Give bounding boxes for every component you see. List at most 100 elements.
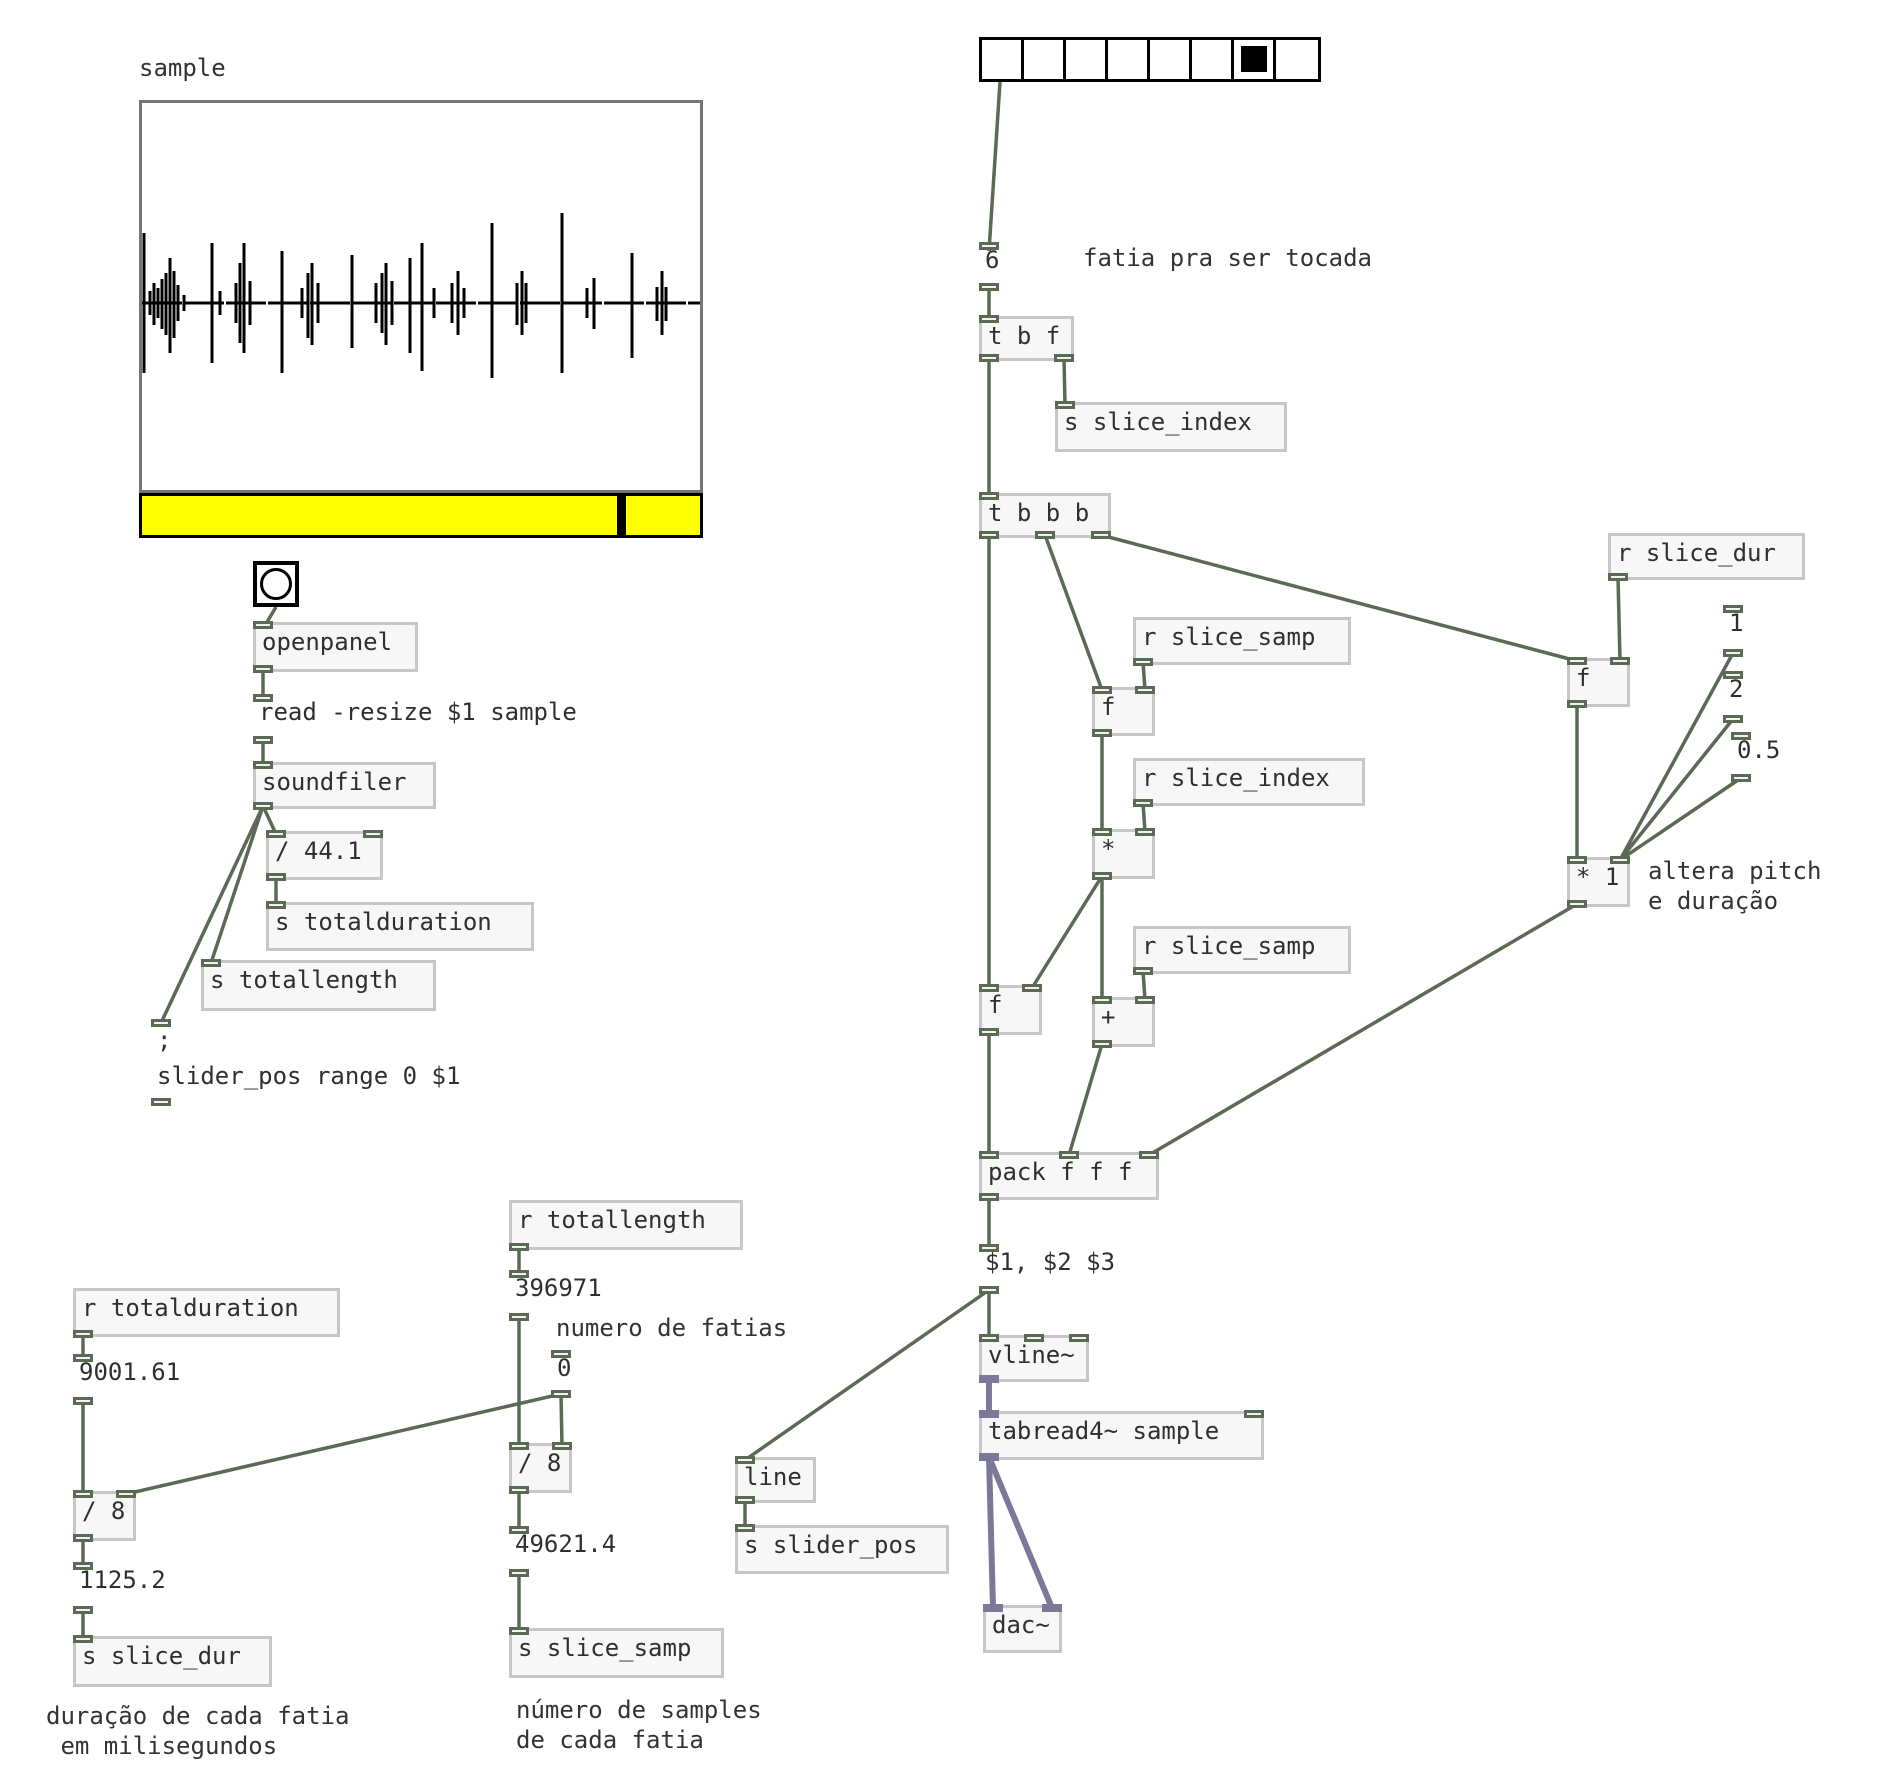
inlet-num1125-0[interactable] (73, 1562, 93, 1570)
outlet-f3-0[interactable] (979, 1028, 999, 1036)
outlet-div441-0[interactable] (266, 873, 286, 881)
outlet-tbf-1[interactable] (1054, 354, 1074, 362)
outlet-tbbb-2[interactable] (1091, 531, 1111, 539)
outlet-r_sliceindex-0[interactable] (1133, 799, 1153, 807)
outlet-line-0[interactable] (735, 1496, 755, 1504)
slider-knob[interactable] (616, 496, 626, 535)
inlet-line-0[interactable] (735, 1456, 755, 1464)
atom-num6[interactable]: 6 (979, 243, 1066, 290)
msg-read[interactable]: read -resize $1 sample (253, 695, 649, 743)
msg-sliderrange[interactable]: ; slider_pos range 0 $1 (151, 1020, 539, 1105)
msg-msg2[interactable]: 2 (1723, 672, 1801, 722)
outlet-r_slicesamp2-0[interactable] (1133, 967, 1153, 975)
inlet-s_slicedur-0[interactable] (73, 1635, 93, 1643)
inlet-div8a-1[interactable] (552, 1442, 572, 1450)
array-position-slider[interactable] (139, 493, 703, 538)
inlet-dac-0[interactable] (983, 1604, 1003, 1612)
inlet-f2-0[interactable] (1567, 657, 1587, 665)
outlet-num0-0[interactable] (551, 1390, 571, 1398)
patch-cord[interactable] (1618, 717, 1735, 862)
outlet-mul1-0[interactable] (1567, 900, 1587, 908)
inlet-mul1-1[interactable] (1610, 856, 1630, 864)
inlet-msg1-0[interactable] (1723, 605, 1743, 613)
outlet-tabread-0[interactable] (979, 1453, 999, 1461)
inlet-soundfiler-0[interactable] (253, 761, 273, 769)
outlet-div8b-0[interactable] (73, 1534, 93, 1542)
msg-msgd[interactable]: $1, $2 $3 (979, 1245, 1151, 1293)
outlet-sliderrange-0[interactable] (151, 1098, 171, 1106)
outlet-vline-0[interactable] (979, 1375, 999, 1383)
outlet-num396971-0[interactable] (509, 1313, 529, 1321)
patch-cord[interactable] (559, 1393, 564, 1447)
radio-cell-3[interactable] (1108, 40, 1150, 79)
inlet-add-0[interactable] (1092, 996, 1112, 1004)
atom-num9001[interactable]: 9001.61 (73, 1355, 250, 1404)
radio-cell-5[interactable] (1192, 40, 1234, 79)
patch-cord[interactable] (987, 81, 1002, 252)
outlet-msgd-0[interactable] (979, 1286, 999, 1294)
inlet-s_sliderpos-0[interactable] (735, 1524, 755, 1532)
inlet-tbbb-0[interactable] (979, 492, 999, 500)
inlet-s_sliceindex-0[interactable] (1055, 401, 1075, 409)
inlet-div8b-1[interactable] (116, 1490, 136, 1498)
outlet-tbf-0[interactable] (979, 354, 999, 362)
outlet-msg1-0[interactable] (1723, 649, 1743, 657)
inlet-s_totalduration-0[interactable] (266, 901, 286, 909)
patch-cord[interactable] (1619, 776, 1742, 862)
inlet-msgd-0[interactable] (979, 1244, 999, 1252)
outlet-f2-0[interactable] (1567, 700, 1587, 708)
atom-num49621[interactable]: 49621.4 (509, 1527, 686, 1576)
patch-cord[interactable] (1616, 576, 1622, 662)
inlet-num6-0[interactable] (979, 242, 999, 250)
outlet-read-0[interactable] (253, 736, 273, 744)
inlet-vline-2[interactable] (1069, 1334, 1089, 1342)
atom-num0[interactable]: 0 (551, 1351, 645, 1397)
inlet-num0-0[interactable] (551, 1350, 571, 1358)
inlet-dac-1[interactable] (1042, 1604, 1062, 1612)
inlet-pack-2[interactable] (1139, 1151, 1159, 1159)
radio-cell-0[interactable] (982, 40, 1024, 79)
inlet-read-0[interactable] (253, 694, 273, 702)
patch-cord[interactable] (261, 805, 278, 835)
outlet-num1125-0[interactable] (73, 1606, 93, 1614)
inlet-num9001-0[interactable] (73, 1354, 93, 1362)
patch-cord[interactable] (1100, 533, 1578, 663)
inlet-tabread-0[interactable] (979, 1410, 999, 1418)
inlet-pack-1[interactable] (1059, 1151, 1079, 1159)
outlet-mul-0[interactable] (1092, 872, 1112, 880)
inlet-mul-0[interactable] (1092, 828, 1112, 836)
inlet-pack-0[interactable] (979, 1151, 999, 1159)
inlet-num49621-0[interactable] (509, 1526, 529, 1534)
msg-msg1[interactable]: 1 (1723, 606, 1801, 656)
inlet-f3-1[interactable] (1022, 984, 1042, 992)
outlet-r_totalduration-0[interactable] (73, 1330, 93, 1338)
patch-cord[interactable] (159, 805, 265, 1024)
outlet-num9001-0[interactable] (73, 1397, 93, 1405)
inlet-vline-0[interactable] (979, 1334, 999, 1342)
patch-cord[interactable] (986, 1456, 996, 1609)
outlet-tbbb-0[interactable] (979, 531, 999, 539)
outlet-soundfiler-0[interactable] (253, 802, 273, 810)
radio-cell-1[interactable] (1024, 40, 1066, 79)
inlet-div8b-0[interactable] (73, 1490, 93, 1498)
atom-num396971[interactable]: 396971 (509, 1271, 685, 1320)
inlet-div441-1[interactable] (363, 830, 383, 838)
inlet-msg05-0[interactable] (1731, 732, 1751, 740)
outlet-r_slicedur-0[interactable] (1608, 573, 1628, 581)
outlet-tbbb-1[interactable] (1035, 531, 1055, 539)
bang-button[interactable] (253, 561, 299, 607)
patch-cord[interactable] (1148, 902, 1578, 1157)
patch-cord[interactable] (1141, 970, 1147, 1001)
inlet-f3-0[interactable] (979, 984, 999, 992)
patch-cord[interactable] (1030, 875, 1104, 989)
inlet-s_totallength-0[interactable] (201, 959, 221, 967)
patch-cord[interactable] (209, 805, 265, 964)
outlet-num6-0[interactable] (979, 283, 999, 291)
outlet-div8a-0[interactable] (509, 1486, 529, 1494)
outlet-msg05-0[interactable] (1731, 774, 1751, 782)
patch-cord[interactable] (743, 1288, 991, 1462)
inlet-f2-1[interactable] (1610, 657, 1630, 665)
inlet-openpanel-0[interactable] (253, 621, 273, 629)
outlet-r_slicesamp1-0[interactable] (1133, 658, 1153, 666)
inlet-tabread-1[interactable] (1244, 1410, 1264, 1418)
